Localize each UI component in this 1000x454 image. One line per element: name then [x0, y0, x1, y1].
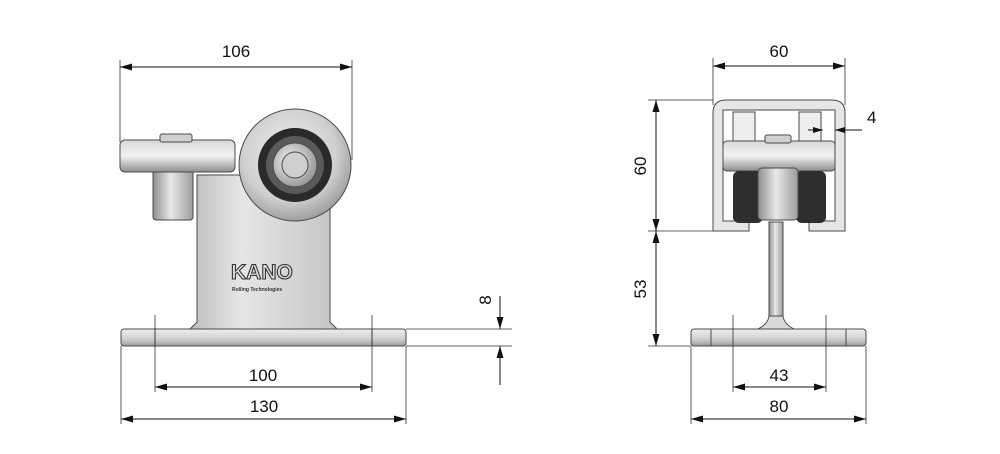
- side-wheel-left: [733, 171, 763, 223]
- front-wheel-axle: [281, 151, 309, 179]
- dim-label-100: 100: [249, 366, 277, 385]
- dim-side-base-width: 80: [690, 346, 867, 424]
- dim-label-60-side: 60: [631, 157, 650, 176]
- dim-label-80: 80: [770, 397, 789, 416]
- dim-side-top-width: 60: [712, 42, 846, 105]
- dim-side-hole-spacing: 43: [732, 315, 827, 392]
- dim-label-4: 4: [867, 108, 876, 127]
- dim-front-plate-thickness: 8: [406, 295, 512, 385]
- dim-front-top-width: 106: [119, 42, 353, 160]
- side-wheel-right: [796, 171, 826, 223]
- front-guide-disc: [119, 139, 236, 173]
- dim-label-60-top: 60: [770, 42, 789, 61]
- dim-side-head-height: 60: [631, 99, 713, 232]
- front-view: KANO Rolling Technologies: [119, 108, 407, 347]
- dim-label-106: 106: [222, 42, 250, 61]
- side-base-plate: [690, 328, 867, 347]
- front-base-plate: [120, 328, 407, 347]
- side-guide-disc: [722, 140, 836, 172]
- dim-label-53: 53: [631, 280, 650, 299]
- dim-label-130: 130: [250, 397, 278, 416]
- brand-logo-text: KANO: [231, 261, 293, 284]
- side-hub: [757, 167, 799, 221]
- side-stem-flare: [757, 315, 795, 330]
- side-rail-profile: [712, 99, 846, 232]
- dim-side-rail-gap: 4: [808, 108, 876, 133]
- front-guide-stem: [152, 169, 194, 221]
- dim-front-base-width: 130: [120, 346, 407, 424]
- dim-front-hole-spacing: 100: [154, 315, 373, 392]
- dim-label-43: 43: [770, 366, 789, 385]
- dimensions: 106 100 130 8: [119, 42, 876, 424]
- brand-logo: KANO Rolling Technologies: [230, 260, 293, 293]
- brand-tagline: Rolling Technologies: [232, 287, 282, 293]
- front-guide-cap: [159, 133, 193, 143]
- side-view: [690, 99, 867, 347]
- side-stem: [768, 221, 784, 323]
- dim-side-stem-height: 53: [631, 231, 691, 347]
- dim-label-8: 8: [476, 295, 495, 304]
